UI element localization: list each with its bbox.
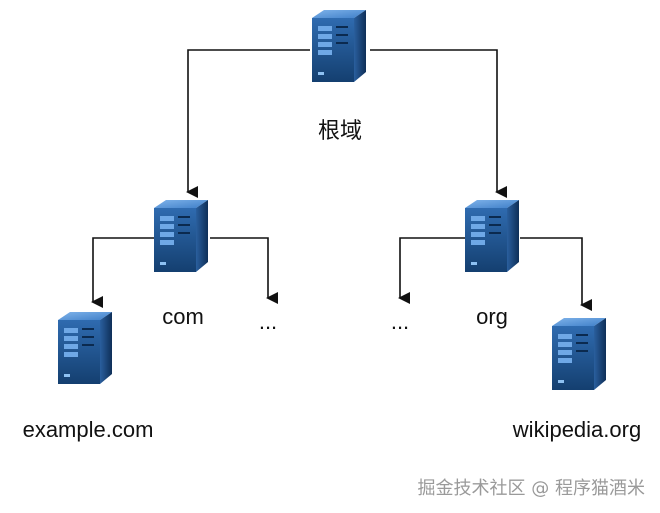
wikipedia-server-icon bbox=[552, 318, 606, 390]
root-server-icon bbox=[312, 10, 366, 82]
org-more-label: ... bbox=[391, 309, 409, 334]
root-label: 根域 bbox=[318, 118, 362, 143]
com-label: com bbox=[162, 304, 204, 329]
edge-org-wikipedia bbox=[520, 237, 592, 311]
wikipedia-label: wikipedia.org bbox=[512, 417, 641, 442]
edge-com-example bbox=[91, 237, 158, 308]
edge-root-org bbox=[370, 49, 507, 198]
watermark-text: 掘金技术社区 @ 程序猫酒米 bbox=[418, 478, 645, 499]
example-server-icon bbox=[58, 312, 112, 384]
connectors bbox=[91, 49, 592, 311]
edge-com-more bbox=[210, 237, 278, 304]
org-server-icon bbox=[465, 200, 519, 272]
org-label: org bbox=[476, 304, 508, 329]
edge-org-more bbox=[398, 237, 468, 304]
edge-root-com bbox=[186, 49, 310, 198]
example-label: example.com bbox=[23, 417, 154, 442]
com-more-label: ... bbox=[259, 309, 277, 334]
com-server-icon bbox=[154, 200, 208, 272]
